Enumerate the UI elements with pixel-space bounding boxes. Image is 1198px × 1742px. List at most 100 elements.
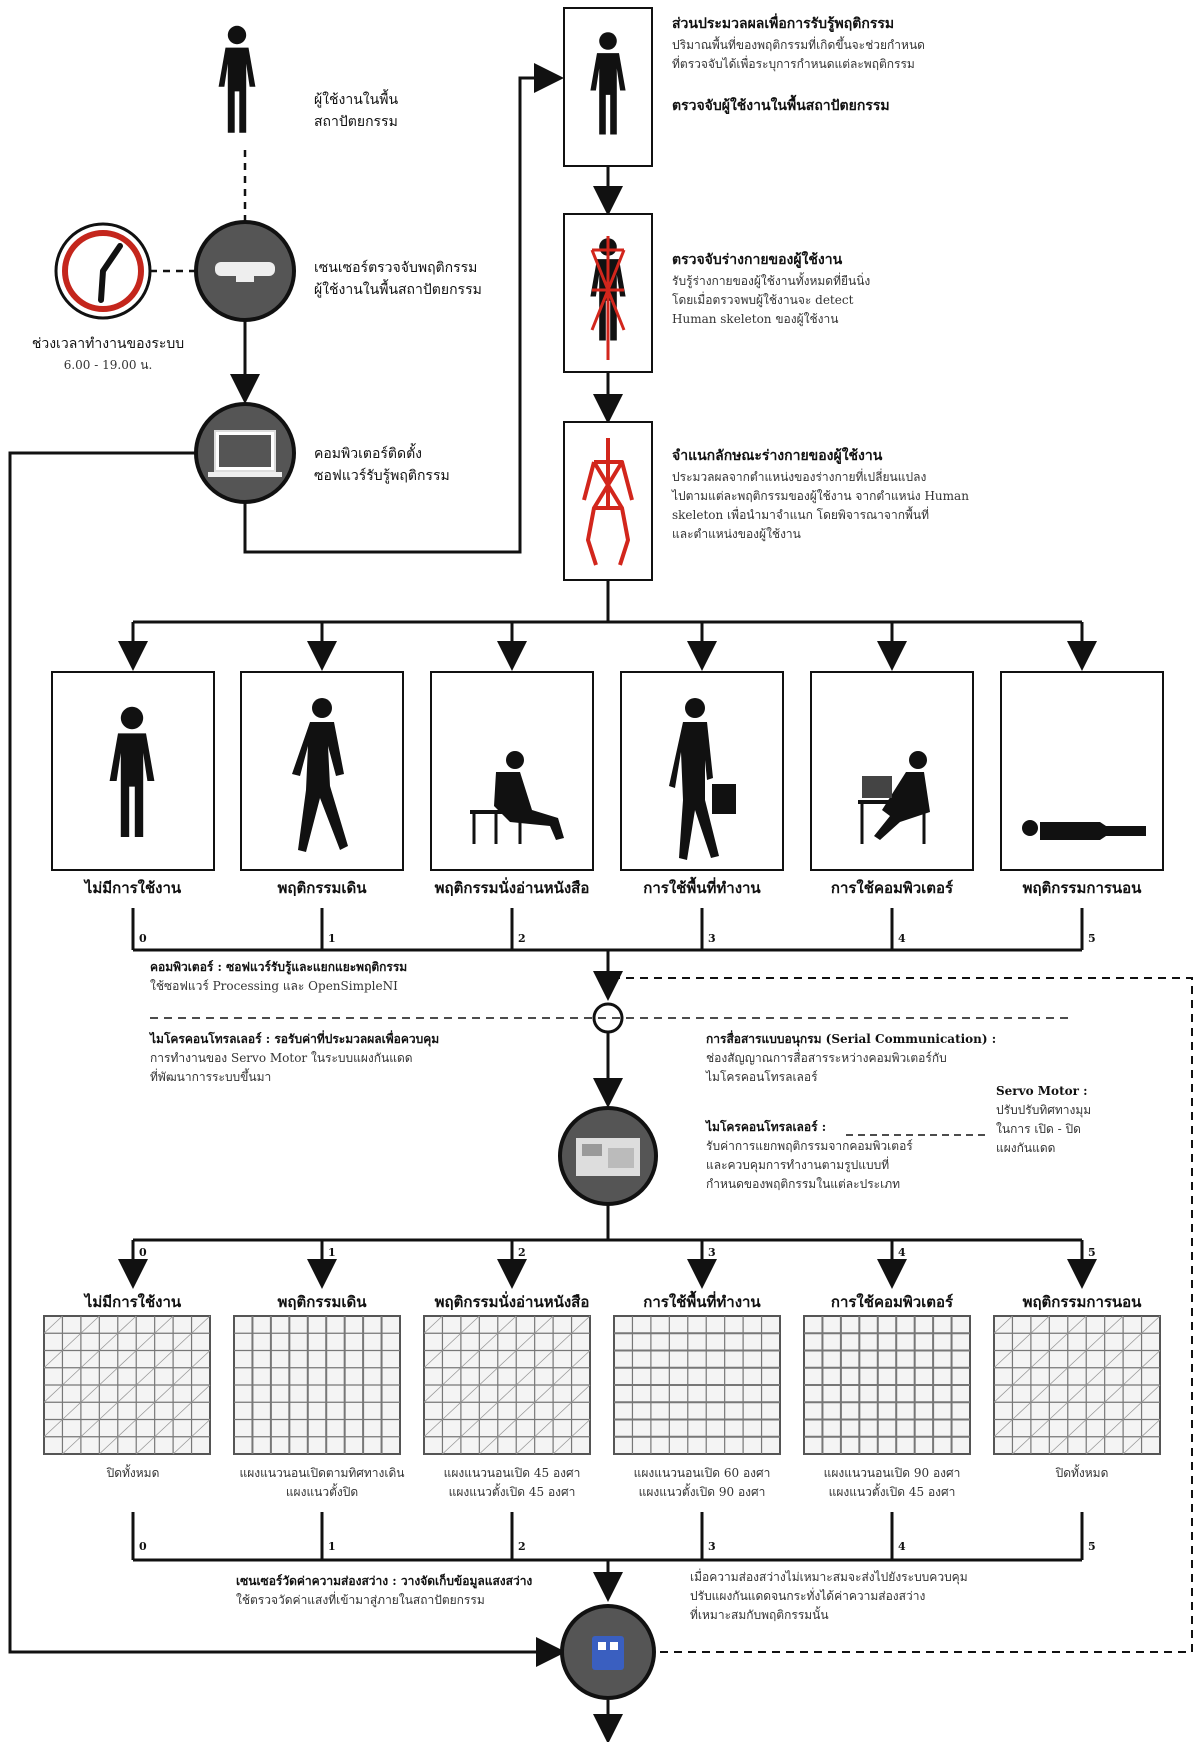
panel-controller-device-icon xyxy=(560,1604,656,1700)
sensor-label-line: เซนเซอร์ตรวจจับพฤติกรรม xyxy=(314,260,478,276)
arrow-computer-to-panel-device xyxy=(8,451,566,1667)
computer-icon xyxy=(194,402,296,504)
pattern-label: พฤติกรรมเดิน xyxy=(277,1293,367,1311)
sunshade-panel-0 xyxy=(43,1315,211,1455)
micro-note-line: ไมโครคอนโทรลเลอร์ : รอรับค่าที่ประมวลผลเ… xyxy=(150,1032,440,1046)
behavior-label: ไม่มีการใช้งาน xyxy=(84,879,182,897)
pattern-desc-line: ปิดทั้งหมด xyxy=(106,1466,160,1480)
pattern-index-bottom: 4 xyxy=(898,1540,906,1553)
pattern-index: 0 xyxy=(139,1246,147,1259)
pattern-desc-line: แผงแนวตั้งเปิด 45 องศา xyxy=(828,1485,956,1500)
step-box-processing xyxy=(563,7,653,167)
step1-title: ส่วนประมวลผลเพื่อการรับรู้พฤติกรรม xyxy=(672,16,895,32)
sensor-label-line: ผู้ใช้งานในพื้นสถาปัตยกรรม xyxy=(314,281,482,298)
step1-footer: ตรวจจับผู้ใช้งานในพื้นสถาปัตยกรรม xyxy=(672,98,890,115)
computer-label: คอมพิวเตอร์ติดตั้ง ซอฟแวร์รับรู้พฤติกรรม xyxy=(314,444,450,487)
sleeping-person-icon xyxy=(1022,820,1146,840)
step1-line: ที่ตรวจจับได้เพื่อระบุการกำหนดแต่ละพฤติก… xyxy=(672,56,915,71)
kinect-sensor-icon xyxy=(194,220,296,322)
computer-user-icon xyxy=(858,751,930,844)
sunshade-pattern-panels xyxy=(43,1315,1161,1455)
working-person-icon xyxy=(669,698,736,860)
micro-note2-line: ไมโครคอนโทรลเลอร์ : xyxy=(706,1120,827,1134)
behavior-label: การใช้พื้นที่ทำงาน xyxy=(643,879,761,897)
behavior-figures xyxy=(109,698,1146,860)
pattern-label: ไม่มีการใช้งาน xyxy=(84,1293,182,1311)
micro-note2-line: และควบคุมการทำงานตามรูปแบบที่ xyxy=(706,1157,890,1172)
pattern-index: 5 xyxy=(1088,1246,1096,1259)
merge-lines-patterns xyxy=(131,1512,1084,1602)
step-box-body-detection xyxy=(563,213,653,373)
pattern-desc: แผงแนวนอนเปิดตามทิศทางเดิน แผงแนวตั้งปิด xyxy=(222,1464,422,1502)
sunshade-panel-2 xyxy=(423,1315,591,1455)
servo-note-line: Servo Motor : xyxy=(996,1084,1088,1098)
pattern-index: 1 xyxy=(328,1246,336,1259)
sunshade-panel-1 xyxy=(233,1315,401,1455)
pattern-index-bottom: 2 xyxy=(518,1540,526,1553)
step-box-skeleton xyxy=(563,421,653,581)
pattern-index-bottom: 1 xyxy=(328,1540,336,1553)
behavior-label: พฤติกรรมการนอน xyxy=(1022,879,1142,897)
sunshade-panel-3 xyxy=(613,1315,781,1455)
result-note-line: เมื่อความส่องสว่างไม่เหมาะสมจะส่งไปยังระ… xyxy=(690,1570,968,1584)
micro-note-2: ไมโครคอนโทรลเลอร์ : รับค่าการแยกพฤติกรรม… xyxy=(706,1118,913,1194)
behavior-index: 0 xyxy=(139,932,147,945)
step2-title: ตรวจจับร่างกายของผู้ใช้งาน xyxy=(672,252,843,268)
pattern-desc: ปิดทั้งหมด xyxy=(982,1464,1182,1483)
micro-note2-line: รับค่าการแยกพฤติกรรมจากคอมพิวเตอร์ xyxy=(706,1138,913,1153)
behavior-index: 3 xyxy=(708,932,716,945)
light-sensor-note-line: ใช้ตรวจวัดค่าแสงที่เข้ามาสู่ภายในสถาปัตย… xyxy=(236,1592,485,1607)
computer-note-line: ใช้ซอฟแวร์ Processing และ OpenSimpleNI xyxy=(150,978,398,993)
behavior-index: 2 xyxy=(518,932,526,945)
step2-line: Human skeleton ของผู้ใช้งาน xyxy=(672,312,839,327)
servo-note: Servo Motor : ปรับปรับทิศทางมุม ในการ เป… xyxy=(996,1082,1091,1158)
behavior-label: พฤติกรรมเดิน xyxy=(277,879,367,897)
step1-line: ปริมาณพื้นที่ของพฤติกรรมที่เกิดขึ้นจะช่ว… xyxy=(672,37,925,52)
clock-icon xyxy=(54,222,152,320)
serial-note-line: ช่องสัญญาณการสื่อสารระหว่างคอมพิวเตอร์กั… xyxy=(706,1050,947,1065)
pattern-index: 2 xyxy=(518,1246,526,1259)
serial-note-line: การสื่อสารแบบอนุกรม (Serial Communicatio… xyxy=(706,1032,997,1046)
step3-text: จำแนกลักษณะร่างกายของผู้ใช้งาน ประมวลผลจ… xyxy=(672,446,969,544)
behavior-index: 4 xyxy=(898,932,906,945)
sunshade-panel-4 xyxy=(803,1315,971,1455)
pattern-desc-line: แผงแนวนอนเปิด 90 องศา xyxy=(823,1466,961,1480)
pattern-desc: แผงแนวนอนเปิด 60 องศา แผงแนวตั้งเปิด 90 … xyxy=(602,1464,802,1502)
step2-line: รับรู้ร่างกายของผู้ใช้งานทั้งหมดที่ยืนนิ… xyxy=(672,273,871,288)
pattern-desc-line: ปิดทั้งหมด xyxy=(1055,1466,1109,1480)
light-sensor-note-line: เซนเซอร์วัดค่าความส่องสว่าง : วางจัดเก็บ… xyxy=(236,1574,533,1588)
arrow-computer-to-processing xyxy=(243,63,564,554)
result-note-line: ปรับแผงกันแดดจนกระทั่งได้ค่าความส่องสว่า… xyxy=(690,1589,926,1604)
pattern-label: การใช้คอมพิวเตอร์ xyxy=(830,1293,954,1311)
user-label-line: สถาปัตยกรรม xyxy=(314,113,398,130)
walking-person-icon xyxy=(292,698,348,852)
behavior-index: 5 xyxy=(1088,932,1096,945)
servo-note-line: ปรับปรับทิศทางมุม xyxy=(996,1102,1092,1117)
micro-note-line: ที่พัฒนาการระบบขึ้นมา xyxy=(150,1069,272,1084)
step3-line: ไปตามแต่ละพฤติกรรมของผู้ใช้งาน จากตำแหน่… xyxy=(672,488,969,503)
user-in-space-icon xyxy=(218,25,256,133)
behavior-boxes xyxy=(51,671,1164,871)
computer-label-line: คอมพิวเตอร์ติดตั้ง xyxy=(314,446,423,462)
servo-note-line: ในการ เปิด - ปิด xyxy=(996,1121,1081,1136)
sensor-label: เซนเซอร์ตรวจจับพฤติกรรม ผู้ใช้งานในพื้นส… xyxy=(314,258,482,301)
branch-arrows-patterns xyxy=(118,1240,1097,1289)
light-sensor-note: เซนเซอร์วัดค่าความส่องสว่าง : วางจัดเก็บ… xyxy=(236,1572,532,1610)
computer-note-line: คอมพิวเตอร์ : ซอฟแวร์รับรู้และแยกแยะพฤติ… xyxy=(150,960,408,974)
serial-note-line: ไมโครคอนโทรลเลอร์ xyxy=(706,1069,818,1084)
behavior-label: พฤติกรรมนั่งอ่านหนังสือ xyxy=(434,879,590,897)
pattern-desc: แผงแนวนอนเปิด 45 องศา แผงแนวตั้งเปิด 45 … xyxy=(412,1464,612,1502)
pattern-label: พฤติกรรมการนอน xyxy=(1022,1293,1142,1311)
clock-caption: ช่วงเวลาทำงานของระบบ 6.00 - 19.00 น. xyxy=(18,334,198,375)
pattern-desc: ปิดทั้งหมด xyxy=(33,1464,233,1483)
pattern-desc-line: แผงแนวตั้งปิด xyxy=(285,1485,359,1500)
step2-line: โดยเมื่อตรวจพบผู้ใช้งานจะ detect xyxy=(672,292,854,307)
pattern-desc: แผงแนวนอนเปิด 90 องศา แผงแนวตั้งเปิด 45 … xyxy=(792,1464,992,1502)
micro-note: ไมโครคอนโทรลเลอร์ : รอรับค่าที่ประมวลผลเ… xyxy=(150,1030,439,1087)
pattern-label: พฤติกรรมนั่งอ่านหนังสือ xyxy=(434,1293,590,1311)
behavior-label: การใช้คอมพิวเตอร์ xyxy=(830,879,954,897)
pattern-index-bottom: 5 xyxy=(1088,1540,1096,1553)
pattern-label: การใช้พื้นที่ทำงาน xyxy=(643,1293,761,1311)
